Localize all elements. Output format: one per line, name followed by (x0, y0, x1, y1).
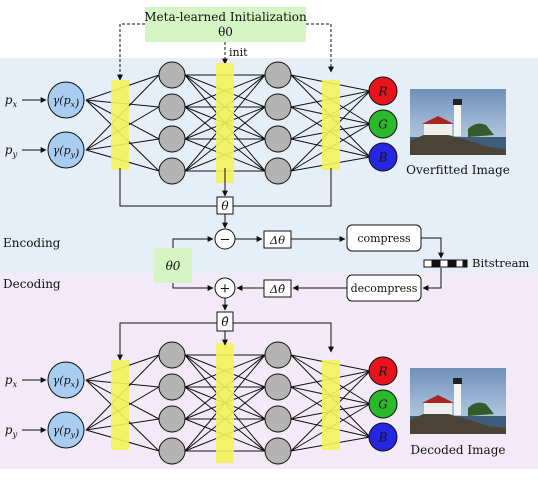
init-arrow-left (117, 23, 145, 81)
image-lantern (453, 99, 462, 105)
hidden-node (264, 405, 292, 433)
input-encoding-label: γ(py) (53, 424, 80, 440)
input-encoding-label: γ(px) (53, 374, 80, 390)
input-encoding-label: γ(px) (53, 94, 80, 110)
bitstream-label: Bitstream (472, 256, 529, 270)
output-label-b: B (378, 151, 388, 165)
hidden-node (264, 61, 292, 89)
layer-weight-bar (322, 80, 340, 170)
theta0-box (154, 248, 192, 283)
output-node-b (368, 422, 398, 452)
theta-label: θ (221, 199, 229, 213)
compress-to-bitstream-arrow (421, 237, 444, 259)
output-node-r (368, 356, 398, 386)
input-node (47, 131, 85, 169)
theta0-to-plus-line (172, 282, 214, 291)
image-lighthouse (454, 382, 461, 415)
image-lighthouse (454, 103, 461, 136)
layer-weight-bar (322, 360, 340, 450)
input-node (47, 361, 85, 399)
decoding-label: Decoding (3, 277, 61, 291)
input-node (47, 81, 85, 119)
hidden-node (264, 93, 292, 121)
output-node-g (368, 389, 398, 419)
bitstream-bar (423, 259, 468, 268)
decoded-image (410, 368, 506, 434)
hidden-node (158, 61, 186, 89)
output-label-r: R (377, 365, 387, 379)
decoder-network: px py γ(px) γ(py) R G B (5, 341, 398, 465)
dec-weight-line-right (233, 322, 334, 353)
layer-weight-bar (216, 63, 234, 183)
output-node-b (368, 142, 398, 172)
delta-theta-hat-label: Δθ̂ (269, 282, 285, 296)
layer-weight-bar (111, 80, 129, 170)
hidden-node (264, 157, 292, 185)
image-trees (468, 123, 494, 137)
hidden-node (264, 125, 292, 153)
encoder-network: px py γ(px) γ(py) R G B (5, 61, 398, 185)
delta-theta-label: Δθ (269, 233, 285, 247)
input-label-px: px (5, 373, 18, 389)
theta0-to-minus-line (172, 236, 214, 249)
output-label-r: R (377, 85, 387, 99)
hidden-node (158, 125, 186, 153)
meta-init-symbol: θ0 (218, 25, 233, 39)
image-house (424, 402, 452, 414)
image-trees (468, 402, 494, 416)
output-label-b: B (378, 431, 388, 445)
image-roof (422, 395, 454, 403)
plus-symbol: + (220, 282, 231, 297)
hidden-node (158, 93, 186, 121)
meta-init-box (145, 7, 306, 42)
image-rocks (410, 412, 506, 434)
image-house (424, 123, 452, 135)
input-encoding-label: γ(py) (53, 144, 80, 160)
image-lantern (453, 378, 462, 384)
compress-label: compress (357, 232, 411, 245)
decompress-label: decompress (351, 282, 418, 295)
hidden-node (264, 373, 292, 401)
input-label-py: py (5, 423, 18, 439)
init-arrow-right (306, 23, 334, 73)
bitstream-to-decompress-arrow (422, 268, 442, 291)
layer-weight-bar (216, 343, 234, 463)
hidden-node (158, 405, 186, 433)
encoding-label: Encoding (3, 236, 61, 250)
hidden-node (158, 373, 186, 401)
theta-hat-label: θ̂ (221, 315, 229, 329)
meta-init-title: Meta-learned Initialization (144, 10, 307, 24)
input-label-px: px (5, 93, 18, 109)
decoded-image-caption: Decoded Image (410, 443, 505, 457)
layer-weight-bar (111, 360, 129, 450)
output-node-r (368, 76, 398, 106)
output-node-g (368, 109, 398, 139)
minus-symbol: − (220, 233, 231, 248)
image-rocks (410, 133, 506, 155)
hidden-node (158, 341, 186, 369)
output-label-g: G (378, 398, 388, 412)
output-label-g: G (378, 118, 388, 132)
image-roof (422, 116, 454, 124)
init-label: init (229, 46, 248, 59)
input-node (47, 411, 85, 449)
overfitted-image-caption: Overfitted Image (406, 163, 510, 177)
hidden-node (264, 437, 292, 465)
input-label-py: py (5, 143, 18, 159)
hidden-node (264, 341, 292, 369)
hidden-node (158, 157, 186, 185)
overfitted-image (410, 89, 506, 155)
hidden-node (158, 437, 186, 465)
theta0-label: θ0 (166, 259, 181, 273)
